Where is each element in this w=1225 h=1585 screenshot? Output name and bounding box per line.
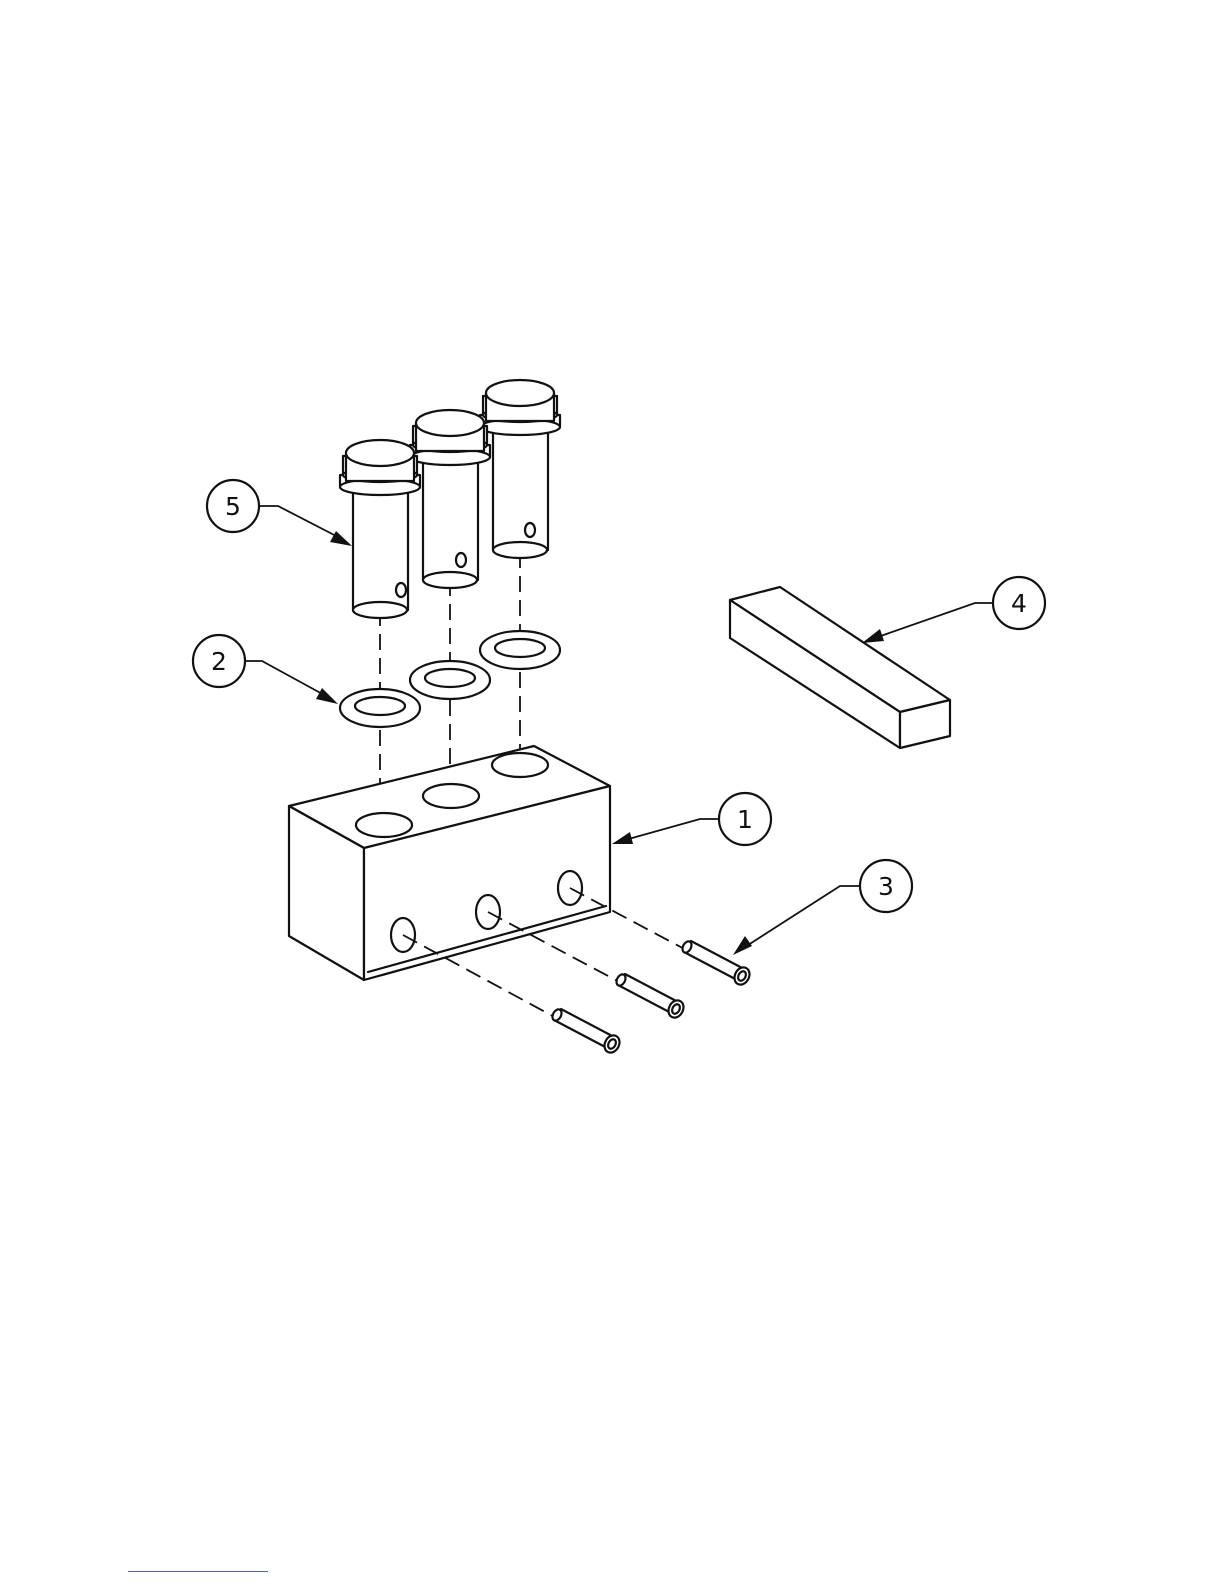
footer-rule	[128, 1571, 268, 1572]
pin	[551, 1008, 623, 1055]
arrowhead	[612, 832, 633, 844]
part-4-wedge	[730, 587, 950, 748]
arrowhead	[330, 531, 352, 546]
arrowhead	[316, 688, 338, 704]
washer	[340, 689, 420, 727]
washer	[410, 661, 490, 699]
callout-label: 4	[1011, 589, 1027, 618]
callout-5: 5	[207, 480, 259, 532]
part-5-plungers	[340, 380, 560, 618]
callout-label: 3	[878, 872, 894, 901]
callout-3: 3	[860, 860, 912, 912]
plunger	[340, 440, 420, 618]
part-1-block	[289, 746, 610, 980]
callout-label: 2	[211, 647, 227, 676]
arrowhead	[862, 629, 884, 643]
arrowhead	[733, 936, 752, 955]
callout-4: 4	[993, 577, 1045, 629]
callout-1: 1	[719, 793, 771, 845]
pin	[615, 973, 687, 1020]
callout-label: 1	[737, 805, 753, 834]
callout-2: 2	[193, 635, 245, 687]
plunger	[410, 410, 490, 588]
plunger	[480, 380, 560, 558]
part-3-pins	[551, 940, 753, 1055]
washer	[480, 631, 560, 669]
callout-label: 5	[225, 492, 241, 521]
